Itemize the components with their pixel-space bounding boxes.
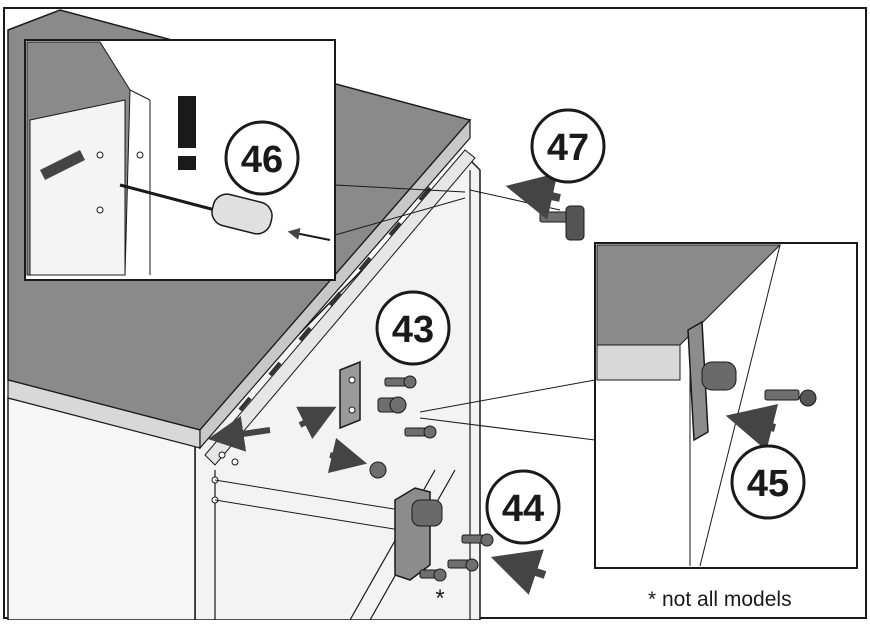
screws-44 bbox=[419, 533, 494, 582]
step-45-badge: 45 bbox=[730, 444, 806, 520]
screws-43 bbox=[377, 375, 437, 439]
footnote-not-all-models: * not all models bbox=[648, 588, 792, 611]
arrow-47 bbox=[505, 172, 561, 220]
step-45-label: 45 bbox=[747, 463, 789, 505]
leader-46-a bbox=[334, 184, 466, 193]
arrow-44 bbox=[490, 549, 547, 595]
step-47-label: 47 bbox=[547, 127, 589, 169]
bracket-43 bbox=[339, 360, 361, 430]
asterisk-mark: * bbox=[435, 585, 444, 612]
side-rail-slots bbox=[204, 149, 476, 466]
step-44-label: 44 bbox=[502, 488, 544, 530]
step-46-label: 46 bbox=[241, 139, 283, 181]
leader-45-a bbox=[419, 379, 596, 413]
step-47-badge: 47 bbox=[530, 108, 606, 184]
step-46-badge: 46 bbox=[224, 120, 300, 196]
arrow-spacer bbox=[327, 437, 368, 473]
warning-icon bbox=[178, 96, 196, 148]
arrow-worktop bbox=[207, 416, 271, 452]
leader-46-b bbox=[334, 197, 466, 236]
hinge-bracket-44 bbox=[369, 461, 443, 581]
leader-45-b bbox=[419, 417, 596, 441]
inset-46 bbox=[24, 39, 336, 281]
arrow-45 bbox=[725, 404, 779, 451]
step-43-label: 43 bbox=[392, 309, 434, 351]
step-43-badge: 43 bbox=[375, 290, 451, 366]
step-44-badge: 44 bbox=[485, 469, 561, 545]
arrow-43 bbox=[296, 406, 337, 439]
screwdriver-icon bbox=[211, 193, 273, 235]
inset-45 bbox=[594, 242, 858, 569]
